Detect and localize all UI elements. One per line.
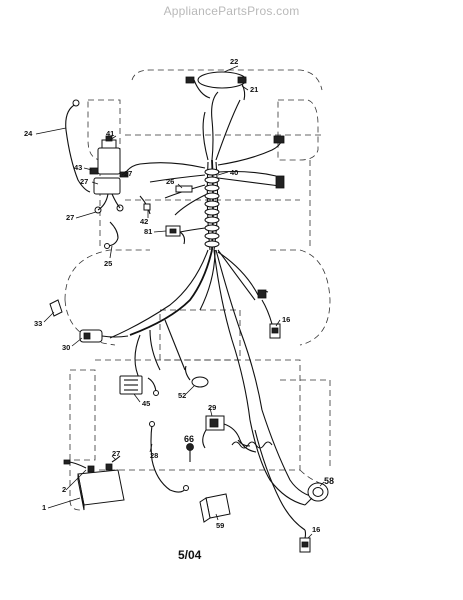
connector-16-lower [299, 529, 311, 553]
callout-58: 58 [324, 476, 334, 486]
callout-81: 81 [144, 227, 152, 236]
callout-27a: 27 [80, 177, 88, 186]
part-42 [139, 195, 151, 215]
callout-1: 1 [42, 503, 46, 512]
callout-45: 45 [142, 399, 150, 408]
wire-24 [65, 99, 91, 193]
connector-16-upper [257, 289, 281, 339]
chassis-outline [64, 69, 331, 511]
callout-59: 59 [216, 521, 224, 530]
callout-41: 41 [106, 129, 114, 138]
connector-40 [273, 135, 285, 189]
callout-labels: 22 21 24 41 43 27 27 27 26 40 42 81 25 3… [24, 57, 334, 534]
callout-33: 33 [34, 319, 42, 328]
callout-27b: 27 [124, 169, 132, 178]
wire-25 [104, 221, 119, 249]
callout-52: 52 [178, 391, 186, 400]
ignition-assembly [89, 135, 129, 214]
seat-switch-22 [185, 71, 247, 101]
callout-42: 42 [140, 217, 148, 226]
callout-27d: 27 [112, 449, 120, 458]
part-66 [186, 443, 194, 462]
callout-16-lower: 16 [312, 525, 320, 534]
callout-29: 29 [208, 403, 216, 412]
callout-43: 43 [74, 163, 82, 172]
part-45 [119, 375, 159, 396]
wire-28 [149, 421, 189, 493]
callout-25: 25 [104, 259, 112, 268]
leader-lines [35, 65, 325, 539]
callout-28: 28 [150, 451, 158, 460]
connector-26 [175, 185, 193, 193]
callout-24: 24 [24, 129, 33, 138]
callout-2: 2 [62, 485, 66, 494]
callout-26: 26 [166, 177, 174, 186]
callout-27c: 27 [66, 213, 74, 222]
callout-40: 40 [230, 168, 238, 177]
part-33 [49, 299, 63, 317]
revision-date: 5/04 [178, 548, 202, 562]
callout-16-upper: 16 [282, 315, 290, 324]
part-29 [202, 415, 257, 453]
callout-22: 22 [230, 57, 238, 66]
coiled-cord [231, 441, 273, 449]
harness-coil [204, 168, 220, 248]
watermark: AppliancePartsPros.com [163, 4, 300, 18]
connector-30 [79, 329, 129, 343]
callout-21: 21 [250, 85, 258, 94]
callout-66: 66 [184, 434, 194, 444]
main-harness [109, 91, 319, 531]
part-58 [304, 482, 329, 506]
part-59 [199, 493, 231, 523]
part-52 [184, 365, 209, 388]
callout-30: 30 [62, 343, 70, 352]
connector-81 [165, 225, 186, 245]
